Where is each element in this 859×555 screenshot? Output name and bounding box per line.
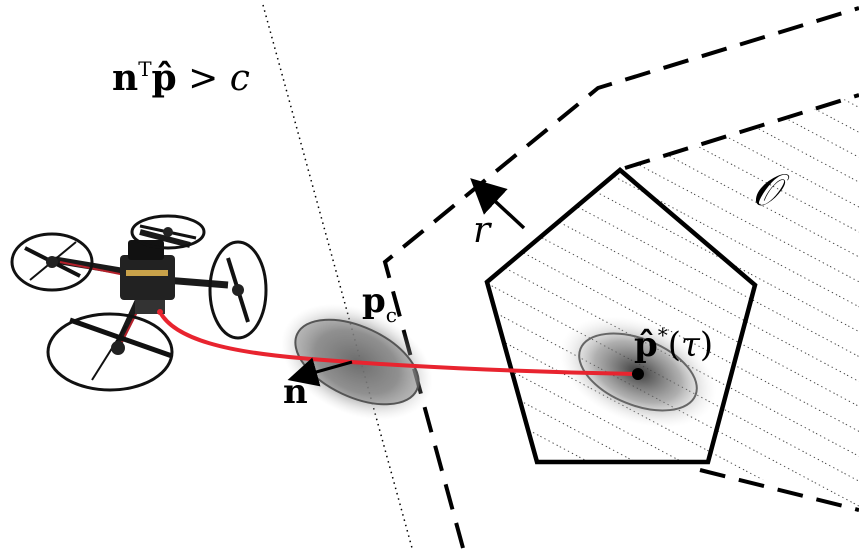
radius-arrow bbox=[470, 178, 526, 230]
collision-point-label: pc bbox=[362, 281, 397, 327]
predicted-position-label: p̂*(τ) bbox=[634, 323, 713, 365]
halfspace-label: nTp̂ > c bbox=[112, 57, 250, 99]
predicted-uncertainty-ellipse bbox=[578, 332, 698, 412]
predicted-position-point bbox=[632, 368, 644, 380]
halfspace-boundary-line bbox=[262, 4, 413, 549]
obstacle-region-hatch bbox=[620, 95, 859, 510]
normal-label: n bbox=[283, 372, 308, 412]
pentagon-obstacle bbox=[484, 167, 758, 465]
trajectory-path bbox=[158, 310, 640, 376]
normal-vector-arrow bbox=[287, 357, 353, 387]
quadrotor-drone-icon bbox=[10, 214, 268, 392]
radius-label: r bbox=[473, 210, 492, 251]
obstacle-set-bottom-boundary bbox=[699, 468, 859, 512]
obstacle-set-top-boundary bbox=[624, 93, 859, 170]
